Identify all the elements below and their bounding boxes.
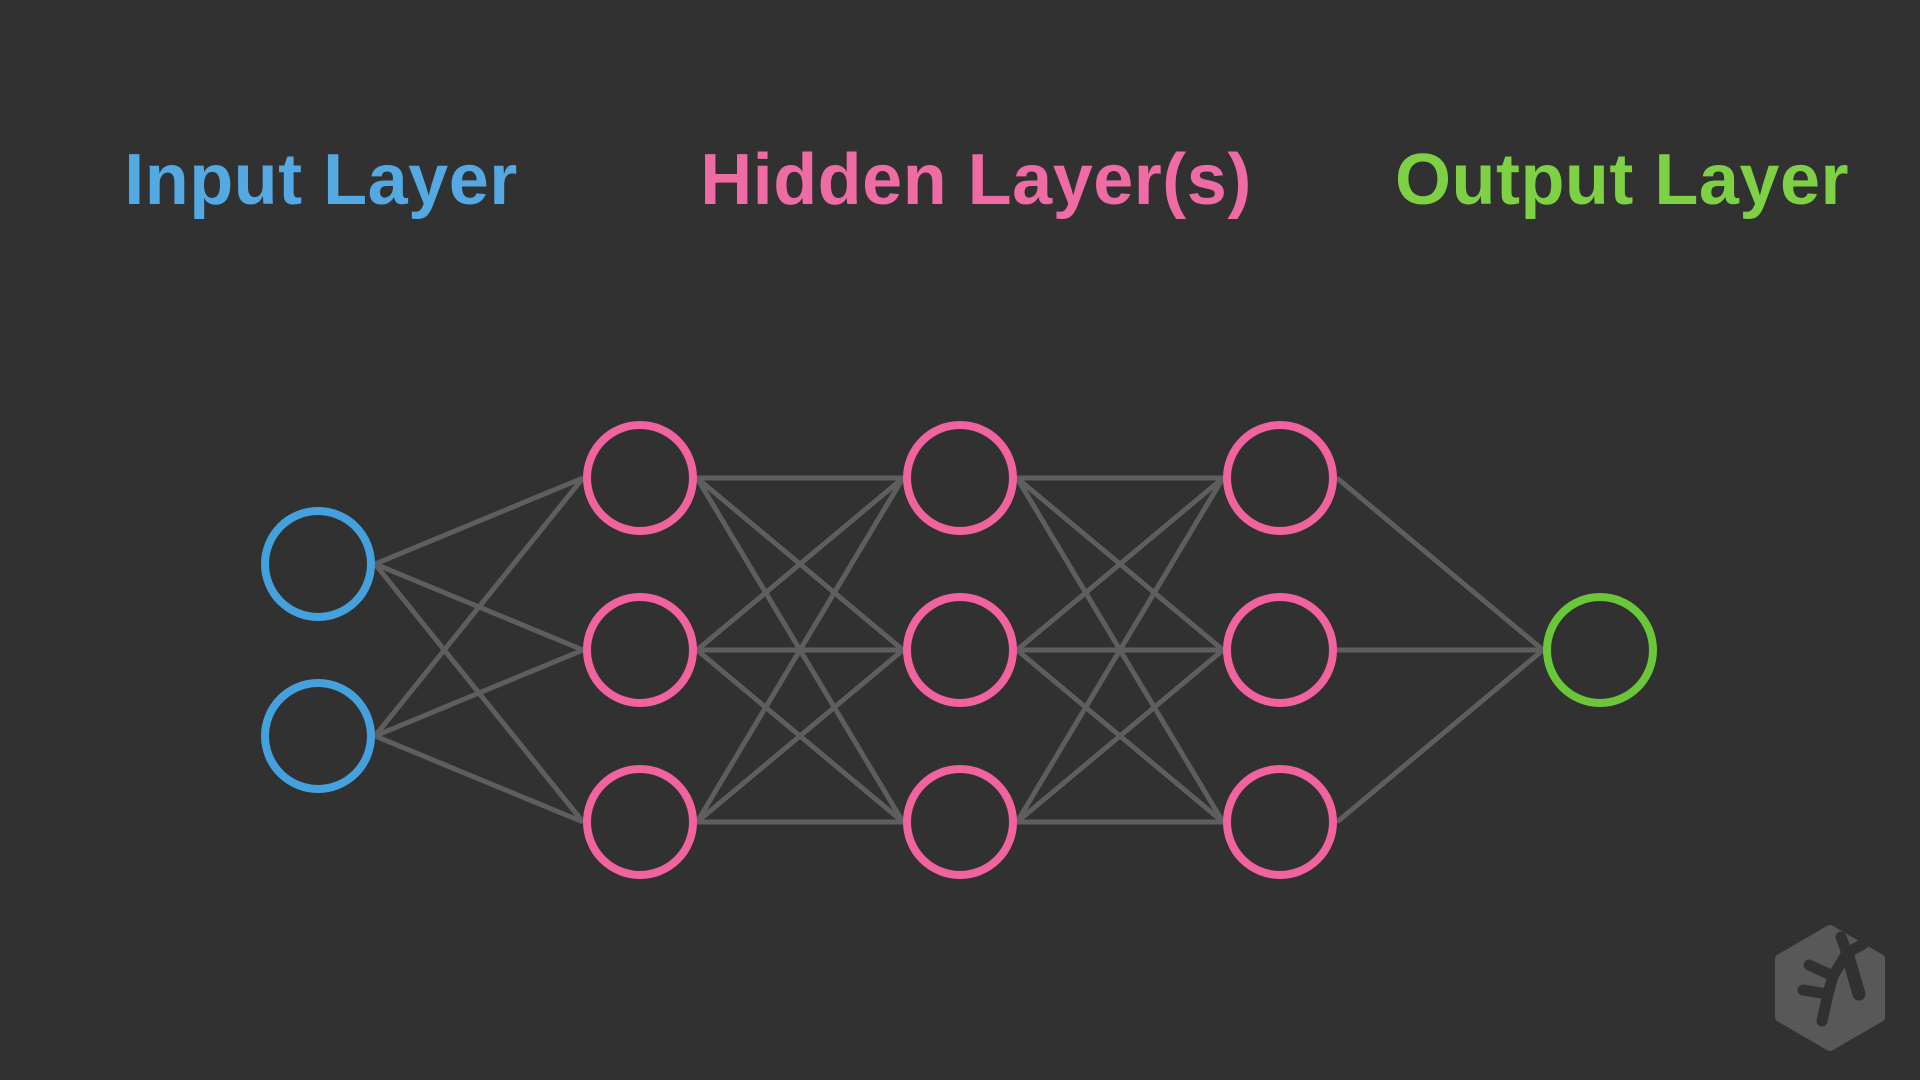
edge-hidden-2-n3-to-hidden-3-n2: [1015, 648, 1225, 824]
node-hidden-3-3: [1223, 765, 1337, 879]
edge-hidden-2-n2-to-hidden-3-n1: [1015, 476, 1225, 652]
node-hidden-3-1: [1223, 421, 1337, 535]
node-input-1: [261, 507, 375, 621]
node-hidden-2-1: [903, 421, 1017, 535]
node-hidden-3-2: [1223, 593, 1337, 707]
node-input-2: [261, 679, 375, 793]
edge-input-n1-to-hidden-1-n1: [374, 475, 584, 567]
logo-tree-cutout: [1797, 931, 1869, 1027]
node-output-1: [1543, 593, 1657, 707]
edge-input-n2-to-hidden-1-n1: [373, 476, 585, 738]
node-hidden-1-1: [583, 421, 697, 535]
edge-input-n2-to-hidden-1-n2: [374, 647, 584, 739]
edge-lines: [373, 475, 1545, 825]
edge-hidden-1-n3-to-hidden-2-n1: [694, 476, 906, 824]
edge-hidden-3-n1-to-output-n1: [1335, 476, 1545, 652]
node-hidden-2-2: [903, 593, 1017, 707]
treehouse-logo-icon: [1775, 925, 1885, 1051]
node-hidden-1-2: [583, 593, 697, 707]
label-input-layer: Input Layer: [124, 140, 518, 220]
edge-hidden-1-n2-to-hidden-2-n1: [695, 476, 905, 652]
label-hidden-layers: Hidden Layer(s): [700, 140, 1252, 220]
edge-hidden-3-n3-to-output-n1: [1335, 648, 1545, 824]
node-hidden-2-3: [903, 765, 1017, 879]
node-hidden-1-3: [583, 765, 697, 879]
edge-hidden-1-n3-to-hidden-2-n2: [695, 648, 905, 824]
network-nodes: [261, 421, 1657, 879]
label-output-layer: Output Layer: [1395, 140, 1849, 220]
edge-input-n2-to-hidden-1-n3: [374, 733, 584, 825]
edge-hidden-2-n3-to-hidden-3-n1: [1014, 476, 1226, 824]
